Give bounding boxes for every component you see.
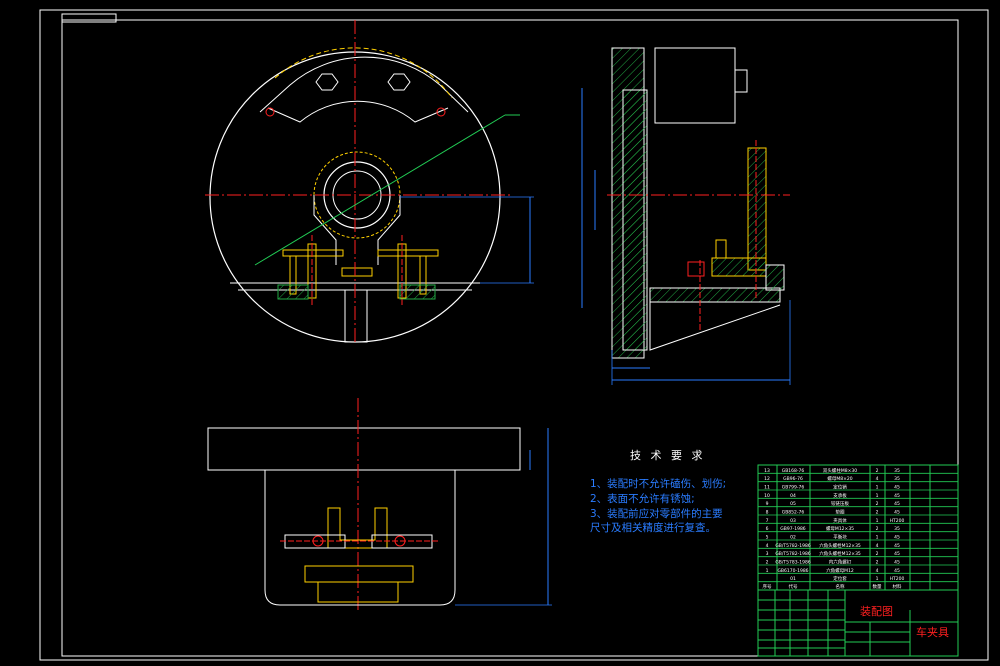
parts-cell: 45 <box>894 493 900 499</box>
parts-cell: 5 <box>766 535 769 541</box>
parts-cell: 13 <box>764 468 770 474</box>
parts-cell: 1 <box>876 485 879 491</box>
parts-cell: 05 <box>790 501 796 507</box>
parts-cell: 平衡块 <box>833 534 847 541</box>
parts-cell: 35 <box>894 476 900 482</box>
parts-cell: 45 <box>894 543 900 549</box>
parts-cell: 6 <box>766 526 769 532</box>
parts-cell: GB168-76 <box>782 468 805 474</box>
parts-cell: 1 <box>876 518 879 524</box>
parts-cell: GB/T5782-1986 <box>775 543 811 549</box>
front-view <box>205 20 534 345</box>
parts-cell: 02 <box>790 535 796 541</box>
parts-cell: 4 <box>876 543 879 549</box>
parts-cell: 垫圈 <box>836 509 845 516</box>
parts-cell: GB96-76 <box>783 476 803 482</box>
parts-cell: 六角头螺栓M12×35 <box>819 550 861 557</box>
requirement-item: 尺寸及相关精度进行复查。 <box>590 522 716 534</box>
parts-cell: 11 <box>764 485 770 491</box>
parts-header-cell: 代号 <box>789 583 798 590</box>
parts-cell: 2 <box>876 560 879 566</box>
parts-cell: 12 <box>764 476 770 482</box>
parts-cell: 45 <box>894 510 900 516</box>
technical-requirements-title: 技 术 要 求 <box>630 449 706 462</box>
parts-cell: 3 <box>766 551 769 557</box>
parts-cell: 六角螺母M12 <box>826 567 854 574</box>
parts-cell: 2 <box>876 551 879 557</box>
parts-header-cell: 数量 <box>873 583 882 590</box>
drawing-name: 装配图 <box>860 605 893 618</box>
parts-cell: 螺母M8×20 <box>827 475 852 482</box>
parts-cell: GB852-76 <box>782 510 805 516</box>
parts-cell: 2 <box>876 501 879 507</box>
parts-cell: 35 <box>894 468 900 474</box>
parts-cell: 4 <box>876 476 879 482</box>
parts-header-cell: 序号 <box>763 583 772 590</box>
title-block <box>757 589 959 657</box>
parts-cell: 1 <box>876 493 879 499</box>
parts-cell: 4 <box>876 568 879 574</box>
parts-cell: 45 <box>894 551 900 557</box>
parts-cell: 04 <box>790 493 796 499</box>
parts-cell: 2 <box>876 526 879 532</box>
side-view <box>581 47 791 385</box>
parts-cell: 7 <box>766 518 769 524</box>
parts-cell: 45 <box>894 501 900 507</box>
parts-cell: 4 <box>766 543 769 549</box>
parts-cell: 支承板 <box>833 492 847 499</box>
product-name: 车夹具 <box>916 625 949 639</box>
parts-cell: 8 <box>766 510 769 516</box>
outer-border <box>39 9 989 661</box>
parts-cell: GB6170-1986 <box>777 568 808 574</box>
requirement-item: 3、装配前应对零部件的主要 <box>590 508 723 520</box>
parts-cell: 45 <box>894 485 900 491</box>
parts-cell: GB/T5783-1986 <box>775 560 811 566</box>
parts-cell: 1 <box>766 568 769 574</box>
parts-cell: GB97-1986 <box>780 526 806 532</box>
parts-cell: 9 <box>766 501 769 507</box>
parts-cell: 螺母M12×35 <box>826 525 854 532</box>
parts-cell: 35 <box>894 526 900 532</box>
parts-cell: 2 <box>876 510 879 516</box>
parts-cell: HT200 <box>890 518 905 524</box>
requirement-item: 1、装配时不允许磕伤、划伤; <box>590 478 727 490</box>
parts-cell: 45 <box>894 568 900 574</box>
parts-cell: 定位套 <box>833 575 847 582</box>
parts-cell: GB799-76 <box>782 485 805 491</box>
parts-cell: 定位销 <box>833 484 847 491</box>
parts-cell: 01 <box>790 576 796 582</box>
drawing-number-box <box>61 13 117 23</box>
parts-cell: 夹具体 <box>833 517 847 524</box>
parts-cell: 六角头螺栓M12×35 <box>819 542 861 549</box>
parts-cell: 03 <box>790 518 796 524</box>
parts-cell: 45 <box>894 560 900 566</box>
inner-border <box>61 19 959 657</box>
parts-cell: 2 <box>876 468 879 474</box>
parts-cell: 铰链压板 <box>831 500 849 507</box>
parts-header-cell: 名称 <box>836 583 845 590</box>
parts-cell: 45 <box>894 535 900 541</box>
parts-cell: 10 <box>764 493 770 499</box>
parts-cell: HT200 <box>890 576 905 582</box>
parts-cell: GB/T5782-1986 <box>775 551 811 557</box>
parts-cell: 1 <box>876 535 879 541</box>
top-view <box>207 398 552 612</box>
parts-header-cell: 材料 <box>893 583 902 590</box>
parts-cell: 双头螺柱M8×30 <box>823 467 857 474</box>
parts-cell: 1 <box>876 576 879 582</box>
parts-cell: 内六角螺钉 <box>829 559 852 566</box>
requirement-item: 2、表面不允许有锈蚀; <box>590 493 695 505</box>
parts-cell: 2 <box>766 560 769 566</box>
